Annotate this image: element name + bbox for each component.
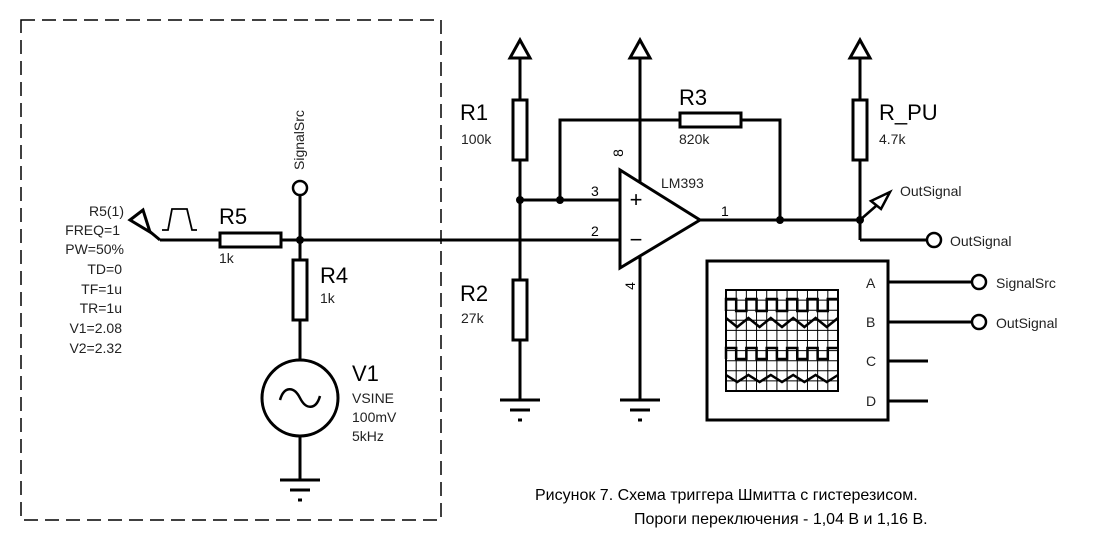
pulse-param: PW=50% xyxy=(65,241,124,257)
resistor-r3[interactable] xyxy=(678,111,743,129)
pulse-param: TD=0 xyxy=(87,261,122,277)
r4-name: R4 xyxy=(320,263,348,288)
oscilloscope-screen xyxy=(724,289,839,392)
v1-amplitude: 100mV xyxy=(352,409,397,425)
oscilloscope[interactable] xyxy=(705,259,890,422)
r3-value: 820k xyxy=(679,131,710,147)
rpu-value: 4.7k xyxy=(879,131,906,147)
r2-value: 27k xyxy=(461,310,485,326)
resistor-r4[interactable] xyxy=(291,258,309,322)
ground-icon xyxy=(500,398,540,422)
pulse-source[interactable] xyxy=(127,207,197,242)
oscilloscope-channels: A B C D xyxy=(866,275,876,409)
v1-frequency: 5kHz xyxy=(352,428,384,444)
figure-caption-line1: Рисунок 7. Схема триггера Шмитта с гисте… xyxy=(535,487,918,504)
resistor-r2[interactable] xyxy=(511,278,529,342)
pulse-source-params: R5(1) FREQ=1 PW=50% TD=0 TF=1u TR=1u V1=… xyxy=(65,203,124,356)
scope-trace-triangle xyxy=(725,316,839,329)
channel-b-net: OutSignal xyxy=(996,315,1057,331)
resistor-r5[interactable] xyxy=(218,231,283,249)
r1-value: 100k xyxy=(461,131,492,147)
probe-arrow-icon[interactable] xyxy=(868,189,893,211)
channel-label: D xyxy=(866,393,876,409)
pulse-waveform-icon xyxy=(162,208,197,231)
figure-caption-line2: Пороги переключения - 1,04 В и 1,16 В. xyxy=(634,511,928,528)
outsignal-probe-label: OutSignal xyxy=(900,183,961,199)
pin-vcc-label: 8 xyxy=(610,149,626,157)
channel-label: B xyxy=(866,314,875,330)
comparator-name: LM393 xyxy=(661,175,704,191)
scope-trace-square xyxy=(724,297,838,313)
pulse-source-name: R5(1) xyxy=(89,203,124,219)
r1-name: R1 xyxy=(460,100,488,125)
pulse-param: V1=2.08 xyxy=(69,320,122,336)
comparator-lm393[interactable] xyxy=(618,167,703,271)
sine-wave-icon xyxy=(278,388,322,408)
resistor-r1[interactable] xyxy=(511,98,529,162)
r3-name: R3 xyxy=(679,85,707,110)
pin-gnd-label: 4 xyxy=(622,282,638,290)
outsignal-terminal-label: OutSignal xyxy=(950,233,1011,249)
channel-a-terminal[interactable] xyxy=(970,273,988,291)
channel-label: C xyxy=(866,353,876,369)
vcc-arrow-icon xyxy=(507,36,533,60)
ground-icon xyxy=(620,398,660,422)
v1-type: VSINE xyxy=(352,390,394,406)
minus-sign: − xyxy=(630,227,643,252)
signalsrc-label: SignalSrc xyxy=(291,110,307,170)
pulse-param: V2=2.32 xyxy=(69,340,122,356)
scope-trace-triangle xyxy=(725,373,839,384)
vcc-arrow-icon xyxy=(627,36,653,60)
r2-name: R2 xyxy=(460,281,488,306)
r5-name: R5 xyxy=(219,204,247,229)
wire-feedback xyxy=(741,118,782,220)
pulse-source-arrow-icon xyxy=(127,207,153,236)
pin-out-label: 1 xyxy=(721,203,729,219)
pulse-param: TR=1u xyxy=(80,300,122,316)
ground-icon xyxy=(280,478,320,502)
channel-b-terminal[interactable] xyxy=(970,313,988,331)
r5-value: 1k xyxy=(219,250,235,266)
channel-label: A xyxy=(866,275,876,291)
vcc-arrow-icon xyxy=(847,36,873,60)
pulse-param: TF=1u xyxy=(81,281,122,297)
junction-dot xyxy=(776,216,784,224)
v1-name: V1 xyxy=(352,361,379,386)
resistor-rpu[interactable] xyxy=(851,98,869,162)
plus-sign: + xyxy=(630,187,643,212)
scope-trace-square xyxy=(724,346,838,361)
pin-plus-label: 3 xyxy=(591,183,599,199)
subcircuit-boundary xyxy=(20,19,442,521)
r4-value: 1k xyxy=(320,290,336,306)
pulse-param: FREQ=1 xyxy=(65,222,120,238)
signalsrc-terminal[interactable] xyxy=(291,179,309,197)
channel-a-net: SignalSrc xyxy=(996,275,1056,291)
rpu-name: R_PU xyxy=(879,100,938,125)
outsignal-terminal[interactable] xyxy=(925,231,943,249)
wire xyxy=(859,205,877,221)
pin-minus-label: 2 xyxy=(591,223,599,239)
